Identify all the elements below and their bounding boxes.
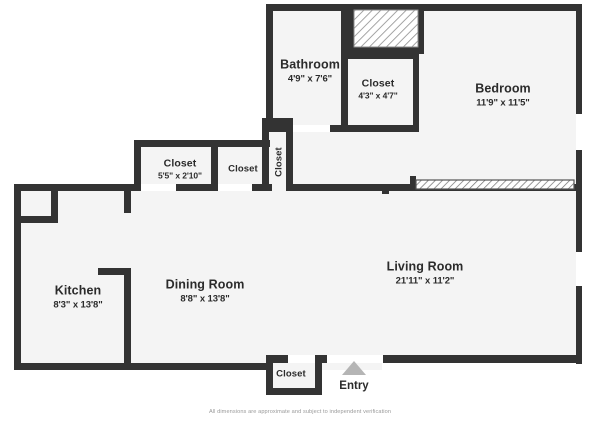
door-openings	[141, 114, 582, 363]
room-fills	[14, 10, 582, 394]
entry-arrow-icon	[342, 361, 366, 375]
disclaimer-text: All dimensions are approximate and subje…	[208, 409, 392, 415]
hatched-fixtures	[353, 9, 575, 190]
entry-label: Entry	[339, 380, 369, 392]
